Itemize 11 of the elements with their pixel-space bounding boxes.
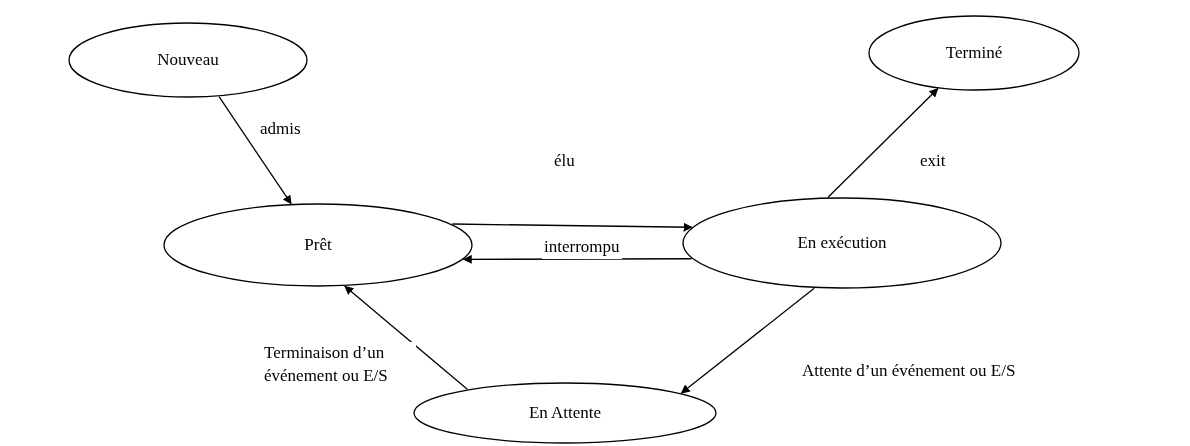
transition-arrow — [462, 254, 693, 264]
transition-arrow — [218, 96, 292, 205]
state-label: Nouveau — [157, 50, 219, 70]
transition-arrow — [451, 222, 693, 232]
state-label: En Attente — [528, 403, 602, 423]
state-label: Terminé — [945, 43, 1003, 63]
state-label: Prêt — [304, 235, 332, 255]
transition-arrow — [680, 287, 815, 394]
state-label: En exécution — [797, 233, 887, 253]
transition-arrow — [344, 285, 468, 390]
transition-arrow — [827, 88, 939, 198]
